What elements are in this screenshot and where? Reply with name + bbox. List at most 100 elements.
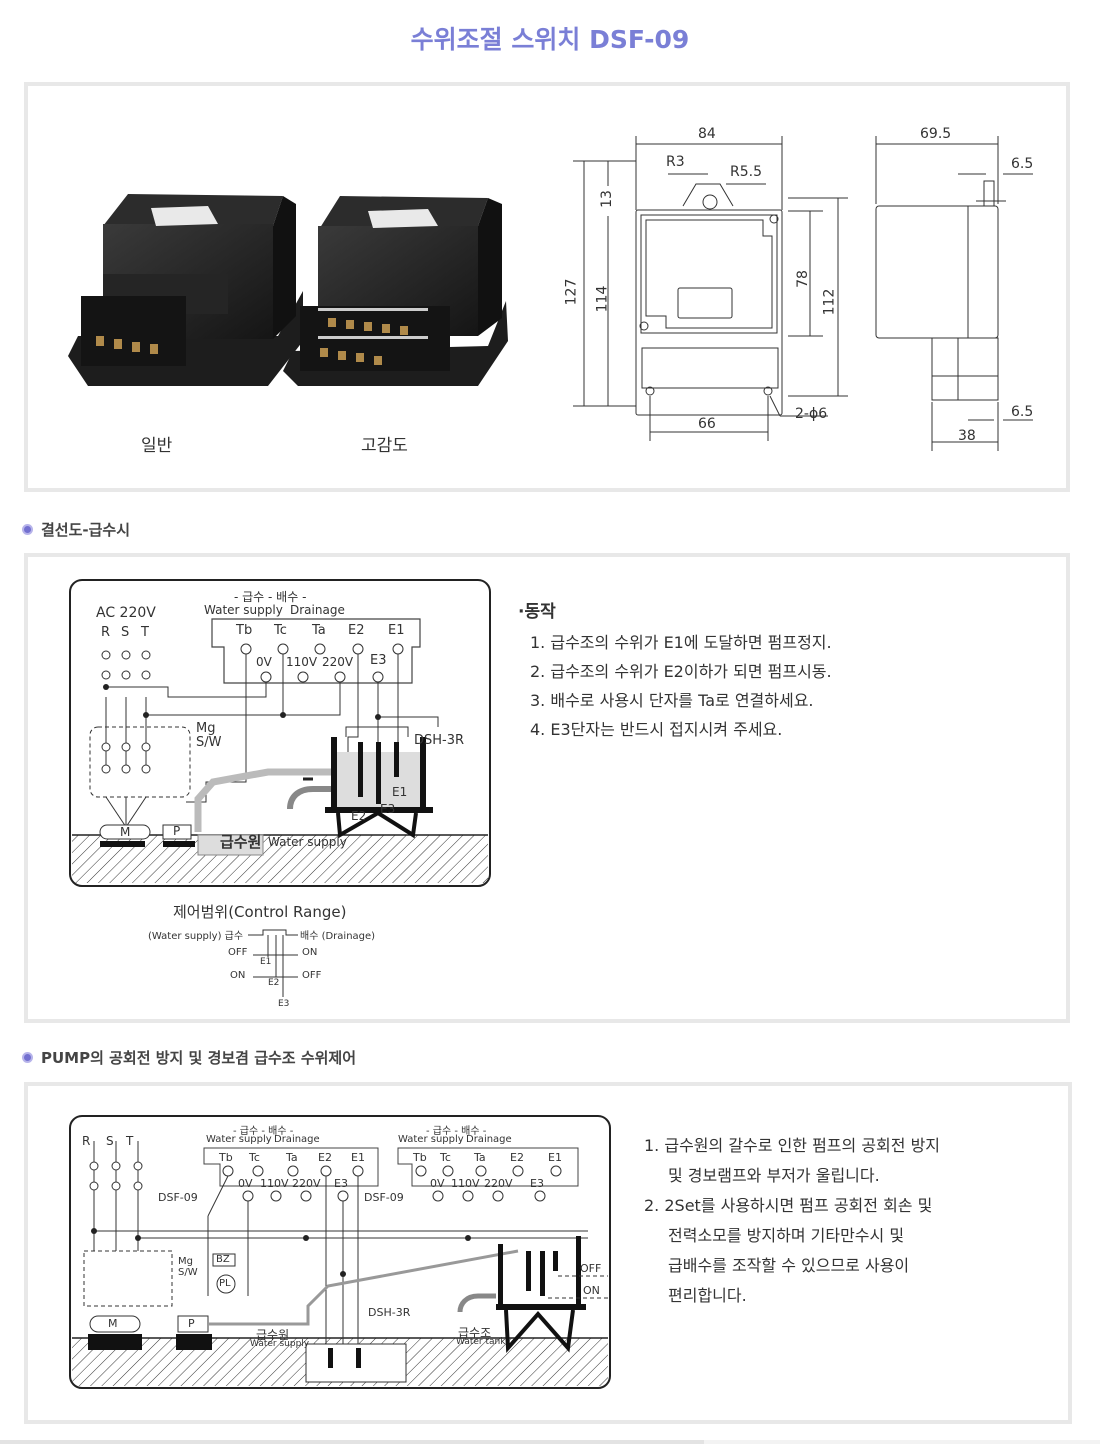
terminal-e1-1: E1: [351, 1151, 365, 1164]
terminal-e3-2: E3: [530, 1177, 544, 1190]
buzzer-label: BZ: [216, 1254, 230, 1265]
control-range-title: 제어범위(Control Range): [173, 903, 347, 921]
bullet-icon: [22, 1052, 33, 1063]
terminal-0v-2: 0V: [430, 1177, 445, 1190]
header-kr-1: - 급수 - 배수 -: [233, 1126, 294, 1137]
terminal-e1-2: E1: [548, 1151, 562, 1164]
dim-inner-height: 78: [794, 270, 811, 288]
sw-label: S/W: [178, 1267, 198, 1278]
operation-item: 3. 배수로 사용시 단자를 Ta로 연결하세요.: [530, 691, 814, 710]
operation-title: ·동작: [518, 602, 556, 622]
motor-label: M: [120, 825, 131, 839]
page-title: 수위조절 스위치 DSF-09: [410, 25, 690, 54]
header-en-drain-2: Drainage: [466, 1134, 512, 1145]
dim-body-height: 114: [594, 285, 611, 313]
terminal-0v: 0V: [256, 655, 272, 669]
terminal-tc-2: Tc: [440, 1151, 451, 1164]
mg-label: Mg: [178, 1256, 193, 1267]
power-label: AC 220V: [96, 605, 156, 621]
control-range-left: (Water supply) 급수: [148, 931, 244, 942]
wiring-diagram-pump-protection: [69, 1115, 611, 1389]
terminal-tb-2: Tb: [413, 1151, 427, 1164]
terminal-220v: 220V: [322, 655, 354, 669]
pump-label: P: [173, 824, 181, 838]
header-en-drain-1: Drainage: [274, 1134, 320, 1145]
product-panel: 일반 고감도 84 R3 R5.5 13 127 114 78 112 66 2…: [24, 82, 1070, 492]
note-line: 1. 급수원의 갈수로 인한 펌프의 공회전 방지: [644, 1136, 941, 1155]
note-line: 편리합니다.: [668, 1286, 747, 1305]
source-kr: 급수원: [256, 1328, 290, 1342]
dim-tab-top: 6.5: [1011, 156, 1034, 172]
row2-mid: E2: [268, 978, 280, 988]
on-level-label: ON: [583, 1284, 600, 1297]
pump-label: P: [188, 1317, 195, 1330]
water-source-kr: 급수원: [220, 833, 262, 851]
terminal-110v-1: 110V: [260, 1177, 289, 1190]
terminal-ta-1: Ta: [286, 1151, 298, 1164]
unit-label-2: DSF-09: [364, 1191, 404, 1204]
control-range-right: 배수 (Drainage): [300, 931, 376, 942]
tank-kr: 급수조: [458, 1326, 492, 1340]
operation-item: 4. E3단자는 반드시 접지시켜 주세요.: [530, 720, 783, 739]
dim-mount-width: 66: [698, 416, 716, 432]
dim-tab-bottom: 6.5: [1011, 404, 1034, 420]
wiring-diagram-supply: [69, 579, 491, 997]
pump-protection-panel: - 급수 - 배수 - Water supply Drainage - 급수 -…: [24, 1082, 1072, 1424]
electrode-e3: E3: [380, 802, 396, 816]
header-en-drain: Drainage: [290, 603, 345, 617]
sensor-label: DSH-3R: [414, 733, 465, 748]
header-kr-2: - 급수 - 배수 -: [426, 1126, 487, 1137]
phase-r: R: [82, 1134, 91, 1148]
range-bottom: E3: [278, 999, 290, 1009]
water-source-en: Water supply: [268, 835, 347, 849]
model-label-sensitive: 고감도: [361, 436, 408, 456]
terminal-220v-2: 220V: [484, 1177, 513, 1190]
model-label-normal: 일반: [141, 436, 173, 456]
terminal-tb-1: Tb: [219, 1151, 233, 1164]
dim-hole: 2-ϕ6: [795, 406, 828, 422]
phase-t: T: [141, 625, 149, 640]
header-en-supply-2: Water supply: [398, 1134, 464, 1145]
model-normal-photo: [68, 194, 303, 386]
operation-item: 2. 급수조의 수위가 E2이하가 되면 펌프시동.: [530, 662, 832, 681]
section-heading-text: 결선도-급수시: [41, 521, 131, 539]
section-heading-pump-protection: PUMP의 공회전 방지 및 경보겸 급수조 수위제어: [22, 1047, 356, 1068]
terminal-220v-1: 220V: [292, 1177, 321, 1190]
section-heading-text: PUMP의 공회전 방지 및 경보겸 급수조 수위제어: [41, 1049, 357, 1067]
lamp-label: PL: [219, 1278, 231, 1289]
electrode-e2: E2: [351, 809, 367, 823]
terminal-e3: E3: [370, 653, 387, 668]
note-line: 전력소모를 방지하며 기타만수시 및: [668, 1226, 905, 1245]
mg-label: Mg: [196, 721, 216, 736]
row1-mid: E1: [260, 957, 272, 967]
section-heading-wiring-supply: 결선도-급수시: [22, 519, 130, 540]
note-line: 2. 2Set를 사용하시면 펌프 공회전 회손 및: [644, 1196, 933, 1215]
side-dimension-drawing: [875, 136, 1033, 451]
terminal-e2: E2: [348, 623, 365, 638]
phase-s: S: [106, 1134, 114, 1148]
model-sensitive-photo: [283, 196, 508, 386]
phase-t: T: [126, 1134, 134, 1148]
header-en-supply-1: Water supply: [206, 1134, 272, 1145]
terminal-tc-1: Tc: [249, 1151, 260, 1164]
dim-r3: R3: [666, 154, 685, 170]
terminal-tc: Tc: [274, 623, 287, 638]
terminal-tb: Tb: [236, 623, 253, 638]
sw-label: S/W: [196, 735, 222, 750]
dim-mount-height: 112: [821, 288, 838, 316]
wiring-supply-panel: - 급수 - 배수 - Water supply Drainage AC 220…: [24, 553, 1070, 1023]
sensor-label: DSH-3R: [368, 1306, 411, 1319]
row1-left: OFF: [228, 947, 248, 958]
phase-r: R: [101, 625, 111, 640]
terminal-ta: Ta: [312, 623, 326, 638]
row1-right: ON: [302, 947, 318, 958]
phase-s: S: [121, 625, 130, 640]
front-dimension-drawing: [573, 136, 848, 441]
operation-item: 1. 급수조의 수위가 E1에 도달하면 펌프정지.: [530, 633, 832, 652]
electrode-e1: E1: [392, 785, 408, 799]
dim-total-height: 127: [563, 278, 580, 306]
note-line: 급배수를 조작할 수 있으므로 사용이: [668, 1256, 910, 1275]
bullet-icon: [22, 524, 33, 535]
terminal-e2-1: E2: [318, 1151, 332, 1164]
note-line: 및 경보램프와 부저가 울립니다.: [668, 1166, 880, 1185]
